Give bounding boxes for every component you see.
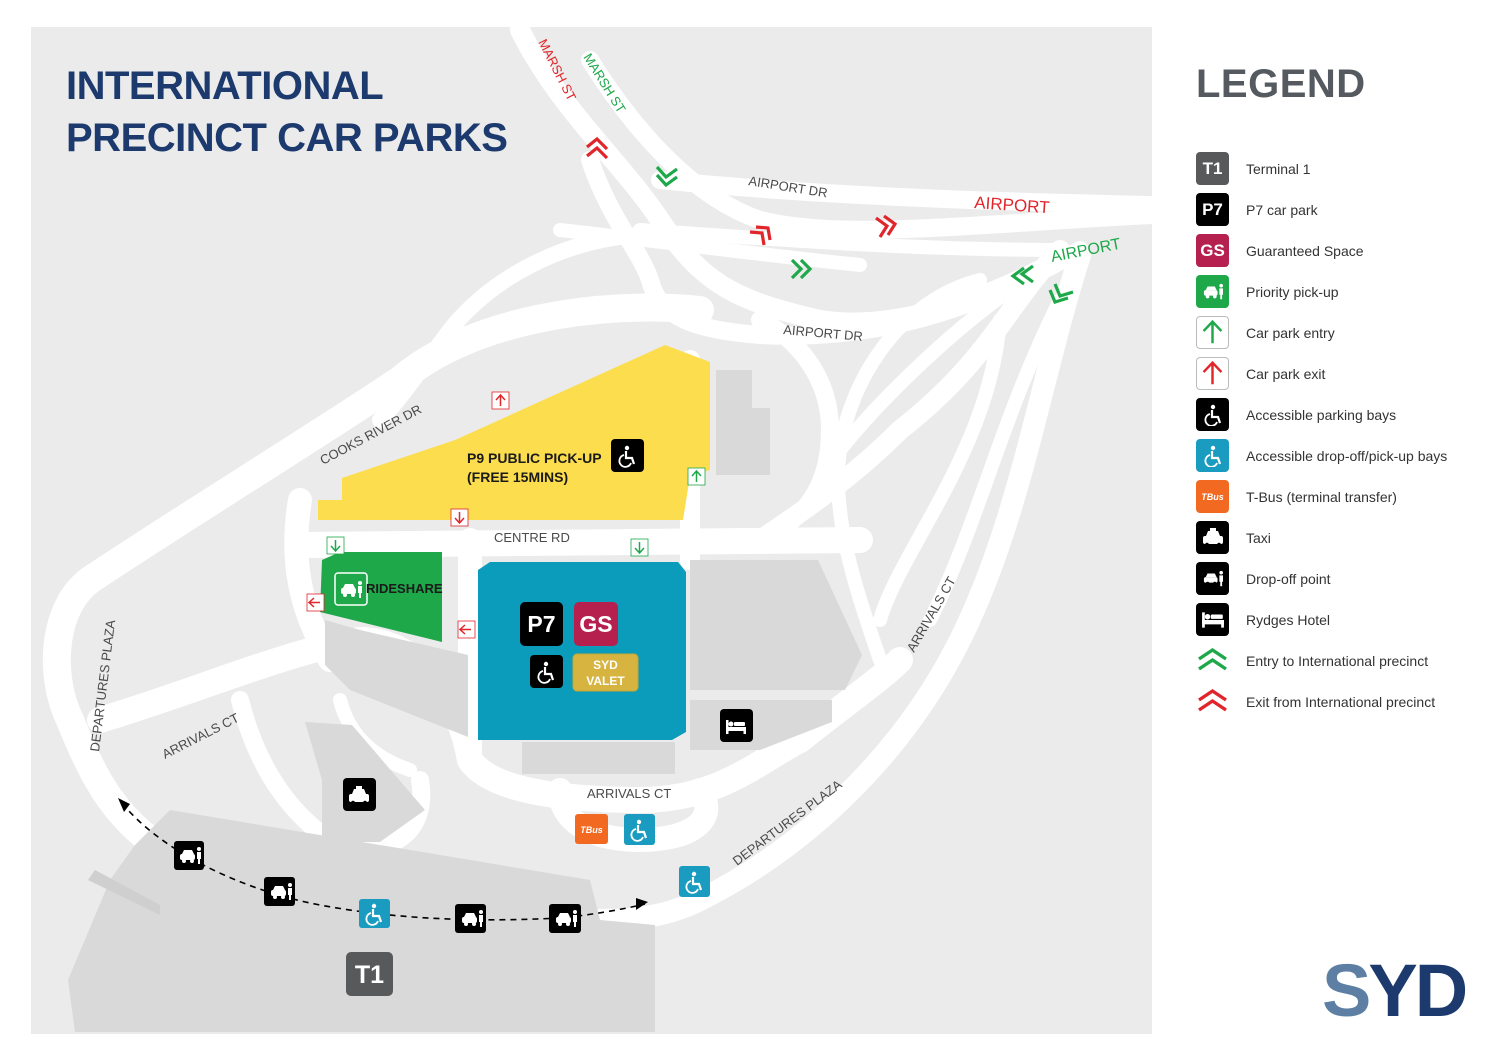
p7-car-park[interactable] <box>478 562 686 740</box>
legend-item-entry-arrow: Car park entry <box>1196 312 1496 353</box>
exit-chevron-icon <box>1196 685 1229 718</box>
legend-label: T-Bus (terminal transfer) <box>1246 488 1397 505</box>
legend-item-t1: T1 Terminal 1 <box>1196 148 1496 189</box>
page-title: INTERNATIONAL PRECINCT CAR PARKS <box>66 60 508 164</box>
t1-label: T1 <box>355 961 384 989</box>
entry-chevron-airport-upper <box>1010 264 1034 286</box>
legend-item-priority-pickup: Priority pick-up <box>1196 271 1496 312</box>
legend-label: Accessible parking bays <box>1246 406 1397 423</box>
legend-item-tbus: TBus T-Bus (terminal transfer) <box>1196 476 1496 517</box>
priority-pickup-icon <box>1196 275 1229 308</box>
legend-item-exit-arrow: Car park exit <box>1196 353 1496 394</box>
p7-label: P7 <box>527 611 555 637</box>
gs-badge <box>574 602 618 646</box>
route-arrow-end-icon <box>636 898 648 910</box>
valet-label-line1: SYD <box>593 658 618 672</box>
t1-icon: T1 <box>1196 152 1229 185</box>
p7-icon-text: P7 <box>1202 199 1223 219</box>
legend-label: Drop-off point <box>1246 570 1331 587</box>
syd-logo-s: S <box>1322 949 1371 1032</box>
car-park-entry-arrow-rideshare <box>326 536 345 555</box>
gs-label: GS <box>579 611 612 637</box>
gs-icon: GS <box>1196 234 1229 267</box>
legend-item-accessible-parking: Accessible parking bays <box>1196 394 1496 435</box>
syd-logo-yd: YD <box>1368 949 1468 1032</box>
exit-chevron-marsh-st <box>586 136 609 160</box>
legend-label: Car park exit <box>1246 365 1326 382</box>
car-park-exit-arrow-p9-bottom <box>450 508 469 527</box>
route-arrow-start-icon <box>118 798 130 812</box>
legend-label: Terminal 1 <box>1246 160 1311 177</box>
entry-chevron-ramp <box>790 258 813 280</box>
car-park-exit-arrow-p7 <box>457 620 476 639</box>
accessible-dropoff-icon <box>1196 439 1229 472</box>
accessible-parking-icon <box>1196 398 1229 431</box>
p7-icon: P7 <box>1196 193 1229 226</box>
legend-item-p7: P7 P7 car park <box>1196 189 1496 230</box>
page-title-line1: INTERNATIONAL <box>66 64 384 108</box>
legend-label: Guaranteed Space <box>1246 242 1364 259</box>
page-title-line2: PRECINCT CAR PARKS <box>66 116 508 160</box>
tbus-label: TBus <box>580 825 603 835</box>
legend-label: Exit from International precinct <box>1246 693 1436 710</box>
legend-label: Priority pick-up <box>1246 283 1339 300</box>
legend-label: P7 car park <box>1246 201 1318 218</box>
syd-logo: SYD <box>1322 948 1468 1033</box>
p9-label-line1: P9 PUBLIC PICK-UP <box>467 450 602 466</box>
legend-title: LEGEND <box>1196 62 1366 106</box>
hotel-icon <box>1196 603 1229 636</box>
legend-item-taxi: Taxi <box>1196 517 1496 558</box>
entry-chevron-icon <box>1196 644 1229 677</box>
road-label-centre-rd: CENTRE RD <box>494 530 570 545</box>
legend-item-dropoff: Drop-off point <box>1196 558 1496 599</box>
gs-icon-text: GS <box>1200 240 1225 260</box>
road-label-airport-dr-lower: AIRPORT DR <box>783 322 864 344</box>
rideshare-label: RIDESHARE <box>366 581 443 596</box>
exit-chevron-ramp <box>749 225 772 246</box>
p9-label-line2: (FREE 15MINS) <box>467 469 568 485</box>
entry-arrow-icon <box>1196 316 1229 349</box>
legend-item-hotel: Rydges Hotel <box>1196 599 1496 640</box>
p7-badge <box>520 602 563 646</box>
car-park-exit-arrow-rideshare <box>306 593 325 612</box>
dropoff-icon <box>1196 562 1229 595</box>
car-park-entry-arrow-p9-right <box>687 467 706 486</box>
entry-chevron-airport-lower <box>1048 283 1074 304</box>
road-network <box>42 20 1161 931</box>
syd-valet-badge <box>572 653 639 692</box>
car-park-entry-arrow-p7 <box>630 538 649 557</box>
p9-car-park[interactable] <box>318 345 710 520</box>
legend-item-accessible-dropoff: Accessible drop-off/pick-up bays <box>1196 435 1496 476</box>
legend-label: Car park entry <box>1246 324 1335 341</box>
entry-chevron-marsh-st <box>655 165 678 188</box>
legend-label: Accessible drop-off/pick-up bays <box>1246 447 1448 464</box>
t1-badge[interactable] <box>346 952 393 996</box>
legend-item-gs: GS Guaranteed Space <box>1196 230 1496 271</box>
tbus-icon: TBus <box>1196 480 1229 513</box>
legend-label: Rydges Hotel <box>1246 611 1331 628</box>
tbus-stop-icon[interactable] <box>575 814 608 844</box>
terminal-edge <box>88 870 160 915</box>
legend-label: Entry to International precinct <box>1246 652 1429 669</box>
t1-icon-text: T1 <box>1202 158 1223 178</box>
taxi-icon <box>1196 521 1229 554</box>
road-label-arrivals-ct-bottom: ARRIVALS CT <box>587 786 671 801</box>
legend-label: Taxi <box>1246 529 1271 546</box>
legend-item-exit-chevron: Exit from International precinct <box>1196 681 1496 722</box>
exit-chevron-airport-dr <box>875 214 898 238</box>
car-park-exit-arrow-p9-top <box>491 391 510 410</box>
tbus-icon-text: TBus <box>1201 491 1224 502</box>
valet-label-line2: VALET <box>586 674 625 688</box>
legend-item-entry-chevron: Entry to International precinct <box>1196 640 1496 681</box>
exit-arrow-icon <box>1196 357 1229 390</box>
